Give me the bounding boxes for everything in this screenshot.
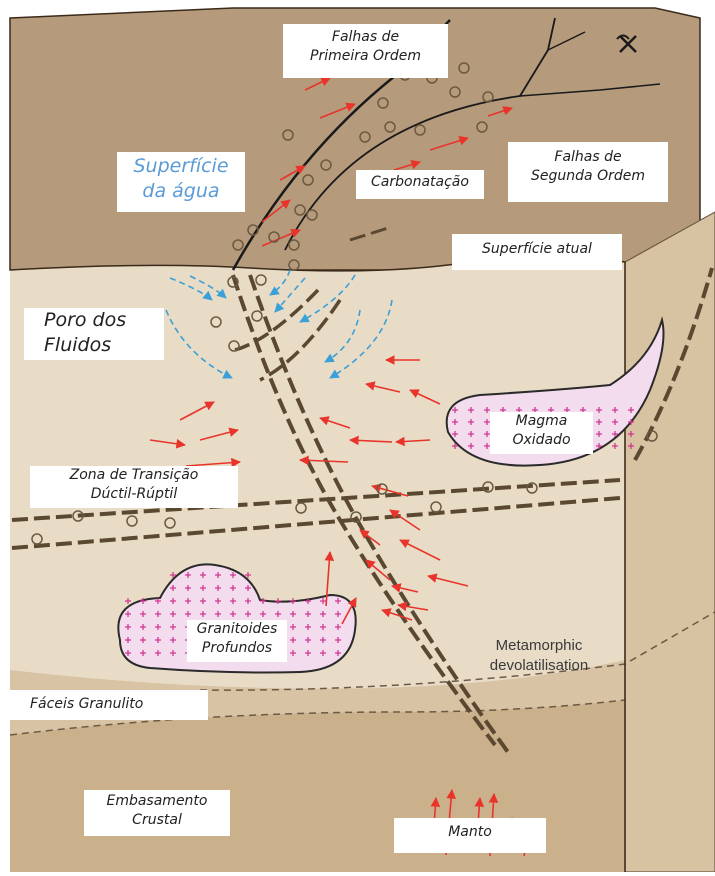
- crustal-basement-label: Embasamento Crustal: [84, 790, 230, 836]
- carbonation-label: Carbonatação: [356, 170, 484, 199]
- side-face: [625, 212, 715, 872]
- granulite-facies-label: Fáceis Granulito: [8, 690, 208, 720]
- fluid-pore-label: Poro dos Fluidos: [24, 308, 164, 360]
- oxidized-magma-label: Magma Oxidado: [490, 412, 593, 454]
- current-surface-label: Superfície atual: [452, 234, 622, 270]
- mantle-label: Manto: [394, 818, 546, 853]
- deep-granitoids-label: Granitoides Profundos: [187, 620, 287, 662]
- metamorphic-devolatilisation-label: Metamorphic devolatilisation: [464, 636, 614, 680]
- transition-zone-label: Zona de Transição Dúctil-Rúptil: [30, 466, 238, 508]
- water-surface-label: Superfície da água: [117, 152, 245, 212]
- first-order-faults-label: Falhas de Primeira Ordem: [283, 24, 448, 78]
- second-order-faults-label: Falhas de Segunda Ordem: [508, 142, 668, 202]
